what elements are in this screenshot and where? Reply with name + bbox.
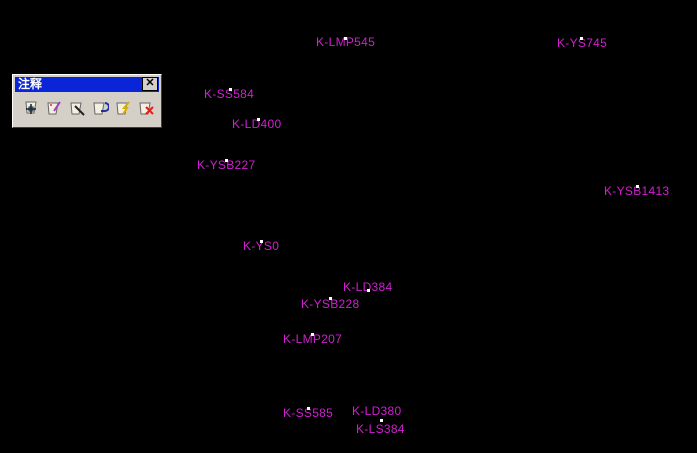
toolbar-title[interactable]: 注释 — [15, 77, 159, 92]
point-marker — [311, 333, 314, 336]
point-label[interactable]: K-LD384 — [343, 280, 393, 294]
point-label[interactable]: K-LMP207 — [283, 332, 343, 346]
annotation-edit-icon — [47, 101, 61, 115]
annotation-insert-icon — [25, 101, 37, 114]
annotation-pen-button[interactable] — [69, 99, 86, 116]
annotation-toolbar[interactable]: 注释 ✕ — [12, 74, 162, 128]
point-marker — [329, 297, 332, 300]
annotation-refresh-button[interactable] — [92, 99, 110, 116]
point-label[interactable]: K-LD400 — [232, 117, 282, 131]
annotation-edit-button[interactable] — [46, 99, 63, 116]
point-marker — [344, 37, 347, 40]
point-label[interactable]: K-LMP545 — [316, 35, 376, 49]
point-label[interactable]: K-YSB1413 — [604, 184, 670, 198]
point-marker — [307, 407, 310, 410]
point-label[interactable]: K-LD380 — [352, 404, 402, 418]
point-label[interactable]: K-YSB227 — [197, 158, 256, 172]
point-marker — [260, 240, 263, 243]
point-label[interactable]: K-YS745 — [557, 36, 608, 50]
point-label[interactable]: K-YS0 — [243, 239, 280, 253]
close-button[interactable]: ✕ — [142, 77, 158, 91]
annotation-refresh-icon — [93, 102, 110, 115]
point-label[interactable]: K-SS585 — [283, 406, 334, 420]
point-label[interactable]: K-YSB228 — [301, 297, 360, 311]
annotation-lightning-icon — [116, 101, 130, 115]
annotation-lightning-button[interactable] — [115, 99, 132, 116]
point-label[interactable]: K-LS384 — [356, 422, 405, 436]
point-marker — [229, 88, 232, 91]
annotation-delete-button[interactable] — [138, 99, 155, 116]
annotation-delete-icon — [139, 102, 154, 115]
point-marker — [636, 185, 639, 188]
annotation-insert-button[interactable] — [23, 99, 40, 116]
point-marker — [580, 37, 583, 40]
point-marker — [225, 159, 228, 162]
annotation-pen-icon — [70, 102, 85, 116]
point-marker — [367, 289, 370, 292]
point-label[interactable]: K-SS584 — [204, 87, 255, 101]
point-marker — [257, 118, 260, 121]
point-marker — [380, 419, 383, 422]
